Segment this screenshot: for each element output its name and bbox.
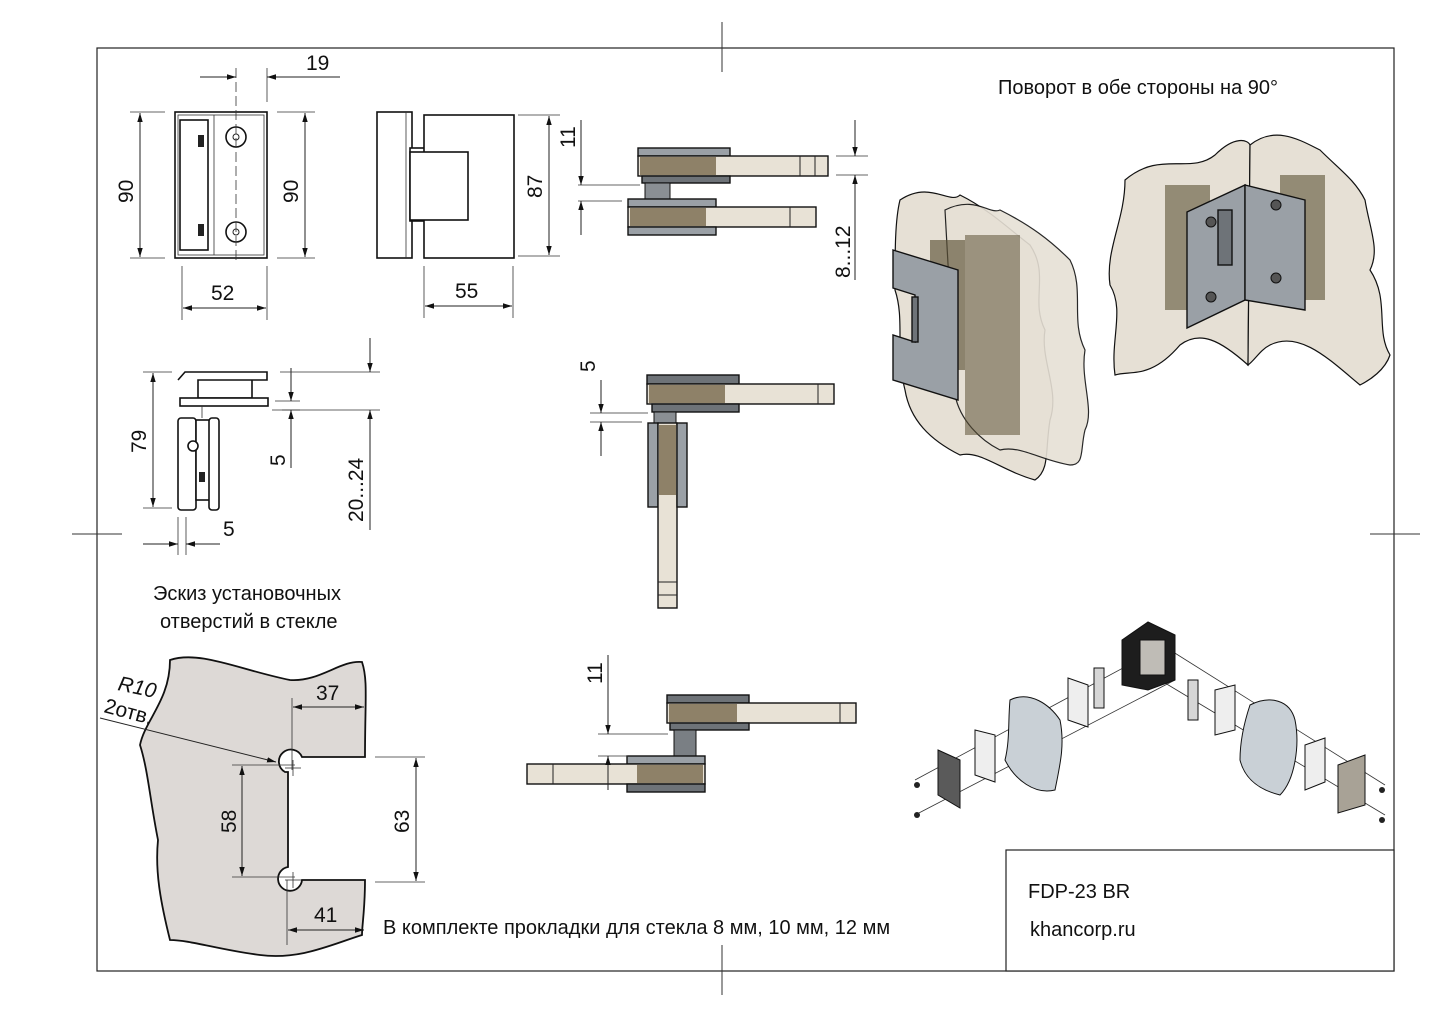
dim-straight-glass: 8...12 — [832, 225, 855, 278]
kit-note: В комплекте прокладки для стекла 8 мм, 1… — [383, 917, 890, 939]
sketch-title-line1: Эскиз установочных — [153, 583, 341, 605]
dim-side-width: 55 — [455, 280, 478, 303]
product-code: FDP-23 BR — [1028, 881, 1130, 903]
dim-corner-height: 79 — [128, 430, 151, 453]
website[interactable]: khancorp.ru — [1030, 919, 1136, 941]
dim-offset-gap: 11 — [584, 662, 607, 684]
iso-view-closed — [892, 191, 1090, 481]
sketch-title-line2: отверстий в стекле — [160, 611, 338, 633]
rotation-note: Поворот в обе стороны на 90° — [998, 77, 1278, 99]
top-view-corner: 79 5 20...24 5 — [128, 338, 380, 555]
side-view: 87 55 — [376, 111, 560, 318]
dim-corner-gap: 5 — [267, 454, 290, 466]
centering-marks — [72, 22, 1420, 995]
dim-straight-gap: 11 — [557, 126, 580, 148]
dim-front-height-right: 90 — [280, 180, 303, 203]
top-view-offset: 11 — [526, 655, 857, 793]
dim-corner-offset: 5 — [223, 518, 235, 541]
dim-90-gap: 5 — [577, 360, 600, 372]
exploded-view — [914, 621, 1386, 823]
dim-cutout-bottom: 41 — [314, 904, 337, 927]
dim-side-height: 87 — [524, 175, 547, 198]
dim-front-height-left: 90 — [115, 180, 138, 203]
dim-corner-glass: 20...24 — [345, 457, 368, 522]
top-view-straight: 11 8...12 — [557, 120, 868, 280]
glass-cutout-sketch: R10 2отв. 37 41 58 63 — [99, 656, 425, 957]
front-view: 19 90 90 52 — [115, 52, 340, 320]
top-view-90: 5 — [577, 360, 835, 609]
title-block: FDP-23 BR khancorp.ru — [1005, 849, 1395, 972]
iso-view-open — [1108, 134, 1391, 386]
dim-hole-spacing: 58 — [218, 810, 241, 833]
dim-front-offset: 19 — [306, 52, 329, 75]
dim-cutout-height: 63 — [391, 810, 414, 833]
dim-cutout-top: 37 — [316, 682, 339, 705]
dim-front-width: 52 — [211, 282, 234, 305]
sheet-frame — [96, 47, 1395, 972]
